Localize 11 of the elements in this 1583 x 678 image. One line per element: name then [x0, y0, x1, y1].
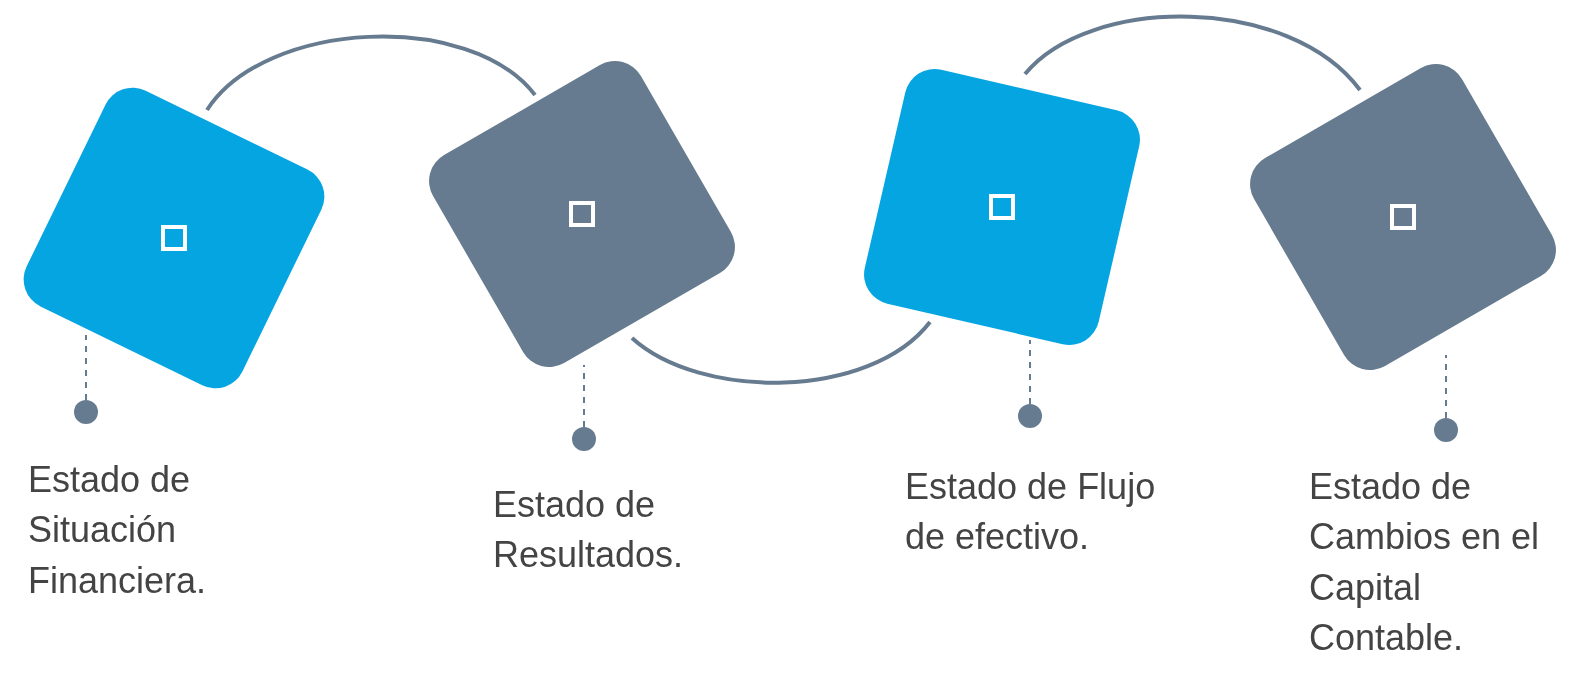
connector-arc: [630, 320, 932, 385]
leader-line: [572, 364, 596, 451]
leader-line: [1434, 354, 1458, 442]
connector-arc: [1023, 14, 1362, 92]
step-label: Estado de Flujo de efectivo.: [905, 462, 1195, 563]
leader-line: [1018, 339, 1042, 428]
connector-arc: [205, 34, 537, 112]
step-label: Estado de Situación Financiera.: [28, 455, 248, 607]
leader-line: [74, 334, 98, 424]
step-label: Estado de Resultados.: [493, 480, 723, 581]
step-label: Estado de Cambios en el Capital Contable.: [1309, 462, 1564, 664]
